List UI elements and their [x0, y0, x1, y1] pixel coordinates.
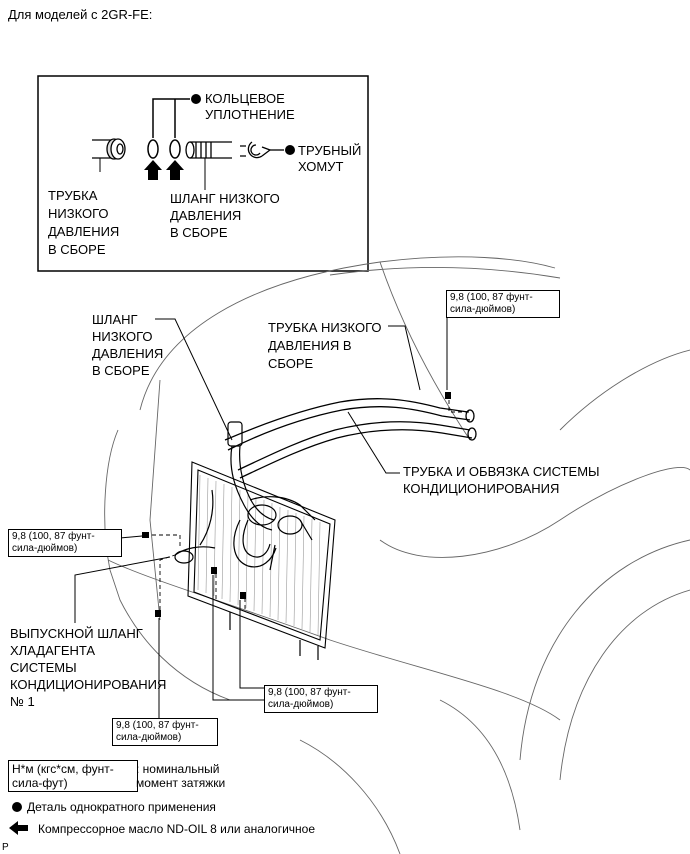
unit-desc-line: : номинальный — [136, 762, 220, 776]
inset-tube-label-line: ТРУБКА — [48, 188, 98, 203]
torque-callout-left: 9,8 (100, 87 фунт-сила-дюймов) — [8, 529, 122, 557]
inset-hose-icon — [185, 141, 232, 159]
main-hose-label-line: НИЗКОГО — [92, 329, 153, 344]
inset-hose-label-line: ДАВЛЕНИЯ — [170, 208, 242, 223]
unit-legend-box: Н*м (кгс*см, фунт-сила-фут) — [8, 760, 138, 792]
main-tube-label-line: СБОРЕ — [268, 356, 314, 371]
clamp-label-1: ТРУБНЫЙ — [298, 143, 362, 158]
one-time-bullet-icon — [12, 802, 22, 812]
discharge-label-line: № 1 — [10, 694, 35, 709]
inset-box — [37, 75, 369, 272]
inset-hose-label-line: В СБОРЕ — [170, 225, 228, 240]
discharge-label-line: ХЛАДАГЕНТА — [10, 643, 96, 658]
locating-dashes — [152, 400, 470, 617]
torque-callout-top-right: 9,8 (100, 87 фунт-сила-дюймов) — [446, 290, 560, 318]
inset-tube-icon — [92, 138, 126, 160]
discharge-label-line: ВЫПУСКНОЙ ШЛАНГ — [10, 626, 143, 641]
compressor-assembly-drawing — [227, 421, 316, 571]
main-hose-label-line: ШЛАНГ — [92, 312, 138, 327]
main-tube-label-line: ТРУБКА НИЗКОГО — [268, 320, 382, 335]
o-ring-label-1: КОЛЬЦЕВОЕ — [205, 91, 285, 106]
leader-lines — [74, 307, 448, 728]
oil-arrow-icon — [9, 821, 28, 835]
inset-oil-arrow-icon — [144, 160, 184, 180]
inset-hose-label-line: ШЛАНГ НИЗКОГО — [170, 191, 280, 206]
discharge-label-line: СИСТЕМЫ — [10, 660, 77, 675]
torque-callout-mid: 9,8 (100, 87 фунт-сила-дюймов) — [264, 685, 378, 713]
condenser-drawing — [187, 461, 336, 649]
one-time-legend: Деталь однократного применения — [27, 800, 216, 814]
page-mark: P — [2, 842, 9, 853]
o-ring-label-2: УПЛОТНЕНИЕ — [205, 107, 295, 122]
bolt-icons — [142, 392, 451, 617]
clamp-label-2: ХОМУТ — [298, 159, 344, 174]
oil-legend: Компрессорное масло ND-OIL 8 или аналоги… — [38, 822, 316, 836]
discharge-label-line: КОНДИЦИОНИРОВАНИЯ — [10, 677, 167, 692]
page-title: Для моделей с 2GR-FE: — [8, 7, 153, 22]
inset-tube-label-line: ДАВЛЕНИЯ — [48, 224, 120, 239]
inset-tube-label-line: В СБОРЕ — [48, 242, 106, 257]
main-hose-label-line: В СБОРЕ — [92, 363, 150, 378]
condenser-legs — [229, 612, 319, 660]
condenser-fins — [197, 474, 321, 636]
low-pressure-tube-drawing — [224, 398, 477, 479]
inset-o-ring-icon — [147, 98, 190, 159]
unit-desc-line: момент затяжки — [136, 776, 226, 790]
main-tube-label-line: ДАВЛЕНИЯ В — [268, 338, 352, 353]
inset-tube-label-line: НИЗКОГО — [48, 206, 109, 221]
torque-callout-bottom: 9,8 (100, 87 фунт-сила-дюймов) — [112, 718, 218, 746]
main-hose-label-line: ДАВЛЕНИЯ — [92, 346, 164, 361]
vehicle-body-outline — [104, 256, 690, 854]
ac-piping-label-line: КОНДИЦИОНИРОВАНИЯ — [403, 481, 560, 496]
discharge-hose-drawing — [174, 489, 216, 564]
inset-clamp-icon — [240, 141, 284, 159]
ac-piping-label-line: ТРУБКА И ОБВЯЗКА СИСТЕМЫ — [403, 464, 600, 479]
